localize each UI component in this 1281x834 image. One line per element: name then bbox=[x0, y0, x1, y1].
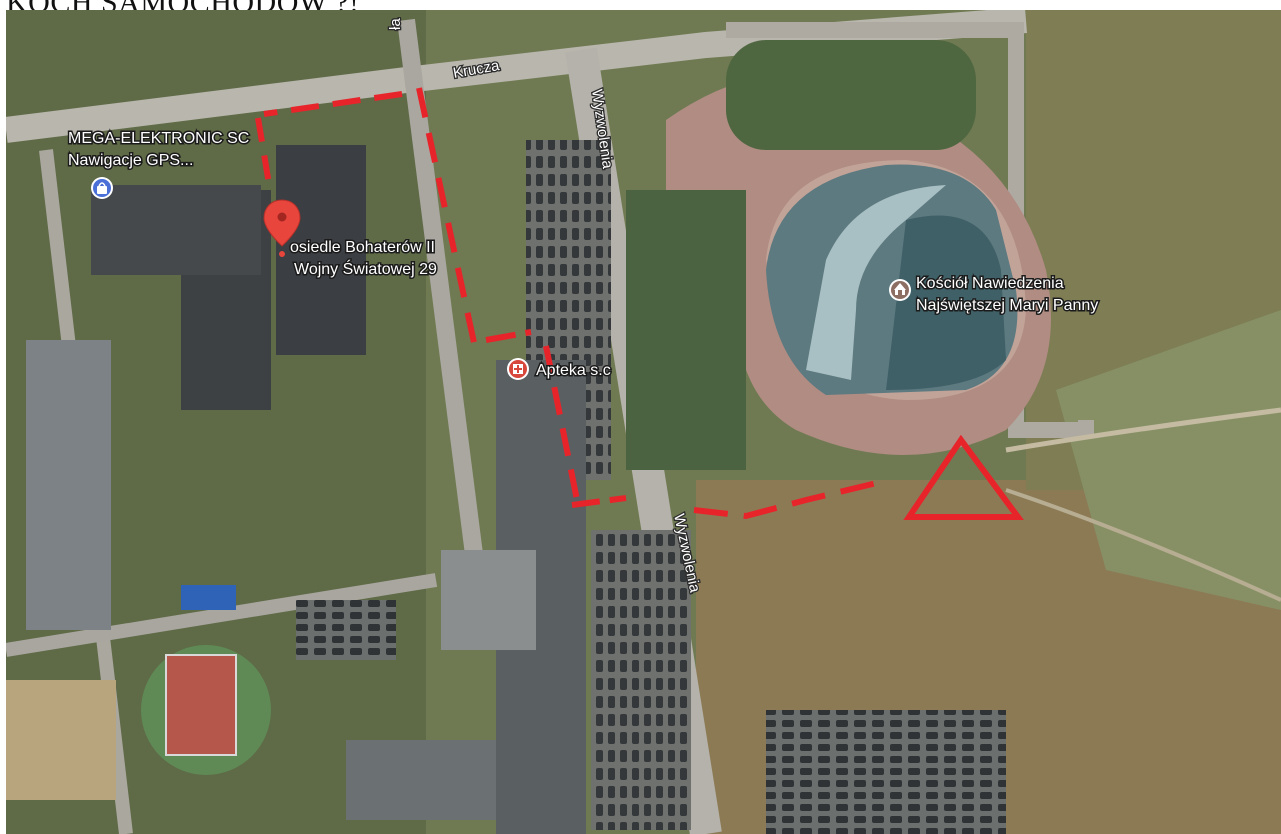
poi-mega-elektronic-line1[interactable]: MEGA-ELEKTRONIC SC bbox=[67, 129, 251, 149]
poi-church-line1[interactable]: Kościół Nawiedzenia bbox=[915, 274, 1066, 294]
building-south bbox=[346, 740, 496, 820]
blue-roof bbox=[181, 585, 236, 610]
church-lawn-north bbox=[726, 40, 976, 150]
building-north-block bbox=[91, 185, 261, 275]
poi-mega-elektronic-line2[interactable]: Nawigacje GPS... bbox=[67, 151, 195, 171]
path-southeast bbox=[1005, 488, 1281, 602]
poi-address-line1[interactable]: osiedle Bohaterów II bbox=[289, 238, 437, 258]
parking-west bbox=[296, 600, 396, 660]
building-west-long bbox=[26, 340, 111, 630]
map-canvas[interactable]: Krucza Wyzwolenia Wyzwolenia ła MEGA-ELE… bbox=[6, 10, 1281, 834]
sand-area bbox=[6, 680, 116, 800]
map-pin-icon[interactable] bbox=[263, 199, 301, 257]
shopping-bag-icon[interactable] bbox=[91, 177, 113, 199]
poi-apteka-label[interactable]: Apteka s.c bbox=[535, 361, 613, 381]
church-garden-west bbox=[626, 190, 746, 470]
satellite-map[interactable]: Krucza Wyzwolenia Wyzwolenia ła MEGA-ELE… bbox=[6, 10, 1281, 834]
parking-south bbox=[591, 530, 691, 830]
route-dashes bbox=[255, 87, 882, 520]
church-roof-highlight bbox=[806, 185, 946, 380]
street-label-top-fragment: ła bbox=[387, 18, 404, 30]
parking-southeast bbox=[766, 710, 1006, 834]
pharmacy-icon[interactable] bbox=[507, 358, 529, 380]
building-central-top bbox=[276, 145, 366, 355]
warning-triangle-marker bbox=[903, 434, 1024, 520]
poi-church-line2[interactable]: Najświętszej Maryi Panny bbox=[915, 296, 1100, 316]
church-roof-east bbox=[886, 215, 1006, 390]
road-south-cross bbox=[6, 573, 438, 657]
sports-court bbox=[165, 654, 237, 756]
road-west-lane bbox=[397, 18, 485, 572]
grass-east bbox=[1056, 310, 1281, 610]
road-church-ring bbox=[726, 22, 1094, 438]
building-corner bbox=[441, 550, 536, 650]
poi-address-line2[interactable]: Wojny Światowej 29 bbox=[293, 258, 439, 280]
church-icon[interactable] bbox=[889, 279, 911, 301]
path-east bbox=[1005, 407, 1281, 453]
